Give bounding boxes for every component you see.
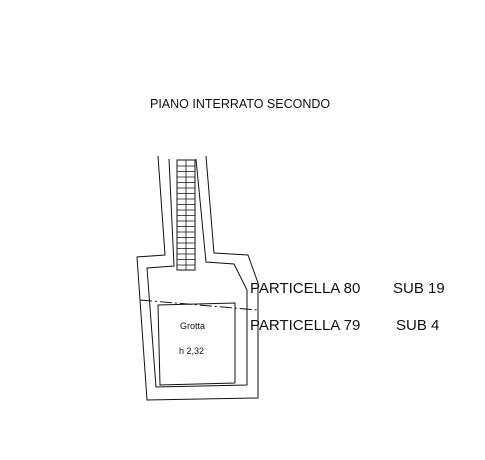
particella-80-label: PARTICELLA 80 [250, 280, 360, 297]
particella-79-label: PARTICELLA 79 [250, 317, 360, 334]
room-outline [157, 302, 236, 386]
room-height-label: h 2,32 [179, 346, 204, 356]
room-name-label: Grotta [180, 321, 205, 331]
sub-19-label: SUB 19 [393, 280, 445, 297]
inner-wall-outline [146, 158, 248, 388]
outer-wall-outline [136, 155, 259, 401]
staircase [176, 159, 196, 271]
plan-title: PIANO INTERRATO SECONDO [150, 97, 330, 111]
sub-4-label: SUB 4 [396, 317, 439, 334]
stair-treads [177, 165, 195, 266]
